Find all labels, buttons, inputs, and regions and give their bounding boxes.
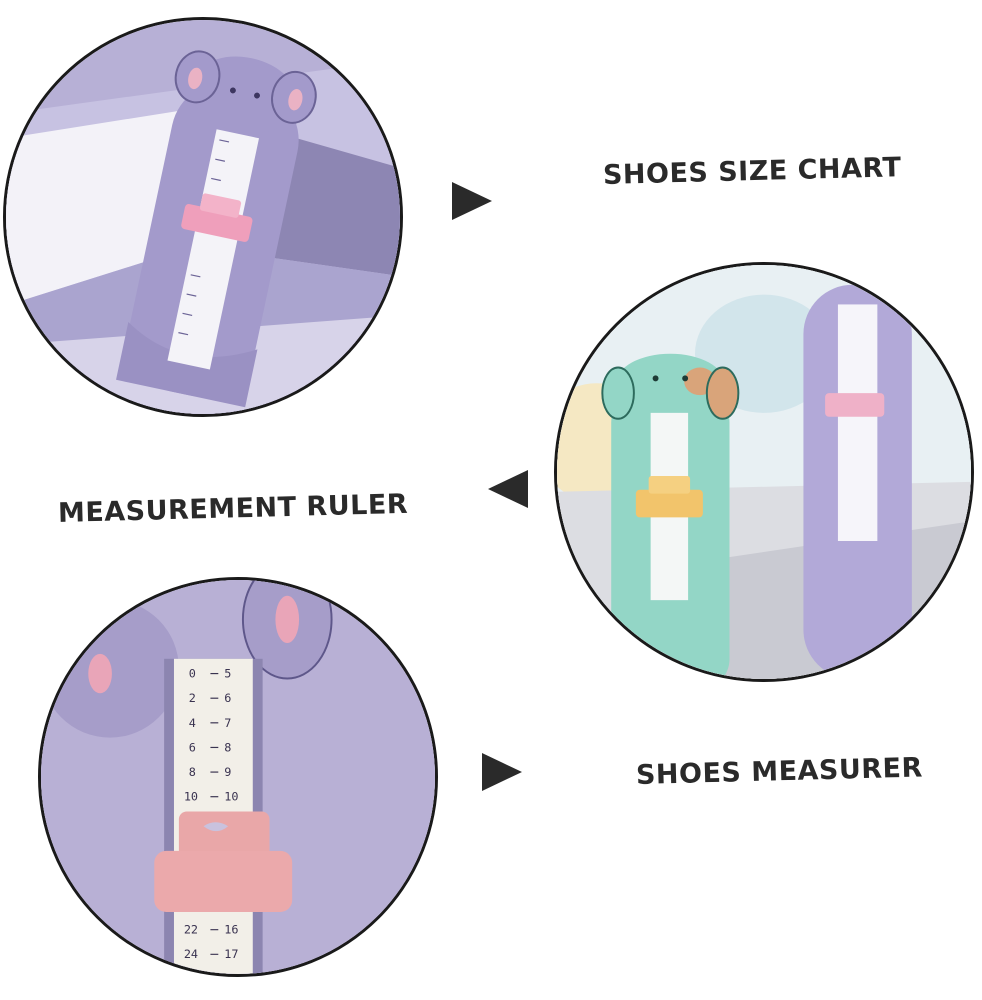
ruler-mark-left: 22 [184,923,198,937]
ruler-closeup-photo: 0 2 4 6 8 10 12 22 24 5 6 7 8 9 10 11 16… [41,580,435,974]
ruler-mark-right: 16 [224,923,238,937]
ruler-mark-left: 8 [189,765,196,779]
ruler-mark-left: 6 [189,740,196,754]
photo-circle-bottom: 0 2 4 6 8 10 12 22 24 5 6 7 8 9 10 11 16… [38,577,438,977]
label-shoes-measurer: SHOES MEASURER [635,752,924,791]
ruler-mark-right: 10 [224,790,238,804]
ruler-mark-right: 8 [224,740,231,754]
ruler-mark-left: 0 [189,667,196,681]
mint-ruler-photo [557,265,971,679]
lavender-ruler-photo [6,20,400,414]
elephant-icon [174,50,317,134]
photo-circle-top [3,17,403,417]
ruler-mark-right: 7 [224,716,231,730]
lavender-ruler-back [803,284,912,679]
ruler-mark-right: 5 [224,667,231,681]
ruler-mark-right: 9 [224,765,231,779]
ruler-mark-left: 2 [189,691,196,705]
label-measurement-ruler: MEASUREMENT RULER [57,488,409,529]
photo-circle-middle [554,262,974,682]
arrow-right-icon [482,753,522,791]
ruler-mark-left: 24 [184,947,198,961]
dog-icon [601,353,740,420]
ruler-mark-left: 10 [184,790,198,804]
mint-ruler-front [601,353,740,679]
ruler-mark-right: 17 [224,947,238,961]
label-shoes-size-chart: SHOES SIZE CHART [602,152,902,191]
ruler-mark-left: 4 [189,716,196,730]
ruler-mark-right: 6 [224,691,231,705]
pink-slider [154,811,293,912]
arrow-right-icon [452,182,492,220]
arrow-left-icon [488,470,528,508]
